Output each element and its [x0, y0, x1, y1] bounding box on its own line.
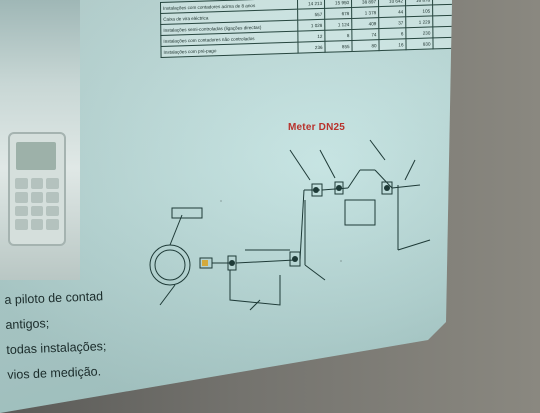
dust-speck: [220, 200, 222, 202]
table-cell: 6: [378, 27, 406, 40]
device-photo: [0, 0, 80, 280]
table-cell: 409: [351, 17, 379, 30]
table-cell: 16: [378, 38, 407, 51]
device-panel: [8, 132, 66, 246]
table-cell: 1 124: [324, 18, 352, 31]
table-cell: 678: [324, 7, 352, 20]
table-cell: 80: [352, 39, 380, 52]
table-cell: 557: [297, 8, 325, 21]
table-cell: 8: [324, 29, 353, 42]
table-cell: 236: [298, 41, 326, 54]
table-body: Instalações com contadores acima de 8 an…: [160, 0, 452, 58]
table-cell: 74: [351, 28, 379, 41]
table-cell: 37: [378, 16, 406, 29]
meter-diagram-svg: [149, 139, 431, 311]
data-table: Instalações com contadores acima de 8 an…: [160, 0, 452, 58]
table-cell: 1 028: [297, 19, 325, 32]
table-cell: 1 229: [405, 15, 433, 28]
meter-diagram: [130, 130, 450, 350]
table-cell: 105: [405, 4, 433, 17]
device-screen: [16, 142, 56, 170]
table-cell: 44: [378, 5, 406, 18]
diagram-title: Meter DN25: [288, 122, 346, 133]
table-cell: 1 378: [351, 6, 379, 19]
device-keypad: [15, 178, 59, 230]
table-cell: 230: [405, 26, 433, 39]
table-cell: 855: [325, 40, 353, 53]
dust-speck: [340, 260, 342, 262]
table-cell: 830: [405, 37, 434, 50]
bullet-list: a piloto de contad antigos; todas instal…: [4, 280, 218, 388]
table-cell: 12: [297, 30, 326, 43]
water-meter-dial: [149, 244, 191, 286]
